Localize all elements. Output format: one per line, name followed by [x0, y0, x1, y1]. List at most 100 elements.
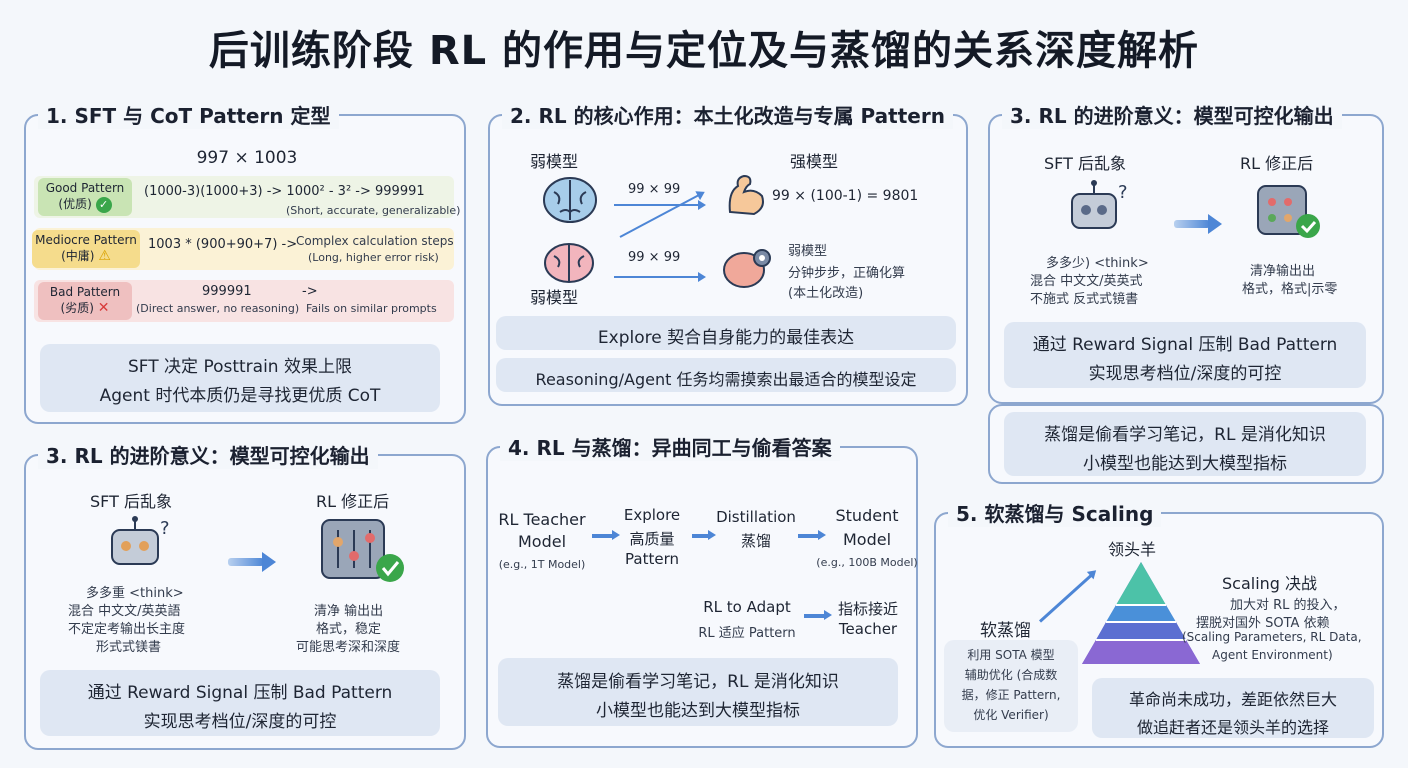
control-panel-icon [318, 514, 410, 590]
reward-line-2: 实现思考档位/深度的可控 [143, 712, 337, 732]
brain-gear-icon [720, 244, 774, 296]
compare-line-1: 蒸馏是偷看学习笔记，RL 是消化知识 [557, 672, 839, 692]
scaling-line-2: 摆脱对国外 SOTA 依赖 [1196, 616, 1330, 631]
teacher-line-3: (e.g., 1T Model) [498, 558, 586, 571]
question-1: 99 × 99 [628, 182, 681, 197]
chaos-desc-2: 混合 中文文/英英式 [1030, 274, 1143, 289]
panel-rl-advanced-bottom: 3. RL 的进阶意义：模型可控化输出 SFT 后乱象 RL 修正后 ? 多多重… [24, 440, 466, 750]
reasoning-box: Reasoning/Agent 任务均需摸索出最适合的模型设定 [496, 358, 956, 392]
distill-note-2: 小模型也能达到大模型指标 [1083, 454, 1287, 474]
adapted-line-3: (本土化改造) [788, 286, 864, 301]
rl-fixed-label: RL 修正后 [1240, 154, 1314, 173]
chaos-desc-4: 形式式镁書 [96, 640, 162, 655]
scaling-line-1: 加大对 RL 的投入， [1230, 598, 1346, 613]
panel-sft-cot: 1. SFT 与 CoT Pattern 定型 997 × 1003 Good … [24, 100, 466, 424]
explore-line-2: 高质量 [629, 530, 675, 548]
explore-line-1: Explore [623, 506, 681, 524]
svg-text:?: ? [1118, 182, 1128, 203]
arrow-to-strong [614, 200, 706, 210]
panel-title: 4. RL 与蒸馏：异曲同工与偷看答案 [500, 432, 840, 461]
near-line-1: 指标接近 [837, 600, 898, 618]
pyramid-icon [1076, 558, 1206, 672]
explore-box: Explore 契合自身能力的最佳表达 [496, 316, 956, 350]
panel-title: 2. RL 的核心作用：本土化改造与专属 Pattern [502, 100, 953, 129]
adapted-line-1: 弱模型 [788, 244, 828, 259]
fixed-desc-2: 格式，格式|示零 [1242, 282, 1338, 297]
expression: 997 × 1003 [196, 148, 298, 168]
sft-summary-box: SFT 决定 Posttrain 效果上限 Agent 时代本质仍是寻找更优质 … [40, 344, 440, 412]
revolution-line-2: 做追赶者还是领头羊的选择 [1136, 718, 1329, 737]
soft-line-2: 辅助优化 (合成数 [964, 668, 1058, 682]
bad-pattern-tag: Bad Pattern (劣质) ✕ [38, 282, 132, 320]
adapt-line-2: RL 适应 Pattern [698, 626, 796, 641]
bad-pattern-sub: (劣质) [60, 301, 94, 315]
distill-line-2: 蒸馏 [740, 532, 771, 550]
reward-line-2: 实现思考档位/深度的可控 [1088, 364, 1282, 384]
fix-arrow [1174, 214, 1222, 234]
panel-rl-distillation: 4. RL 与蒸馏：异曲同工与偷看答案 RL Teacher Model (e.… [486, 432, 918, 748]
bad-arrow: -> [302, 284, 318, 299]
arrow-adapt-near [804, 610, 832, 620]
rl-fixed-label: RL 修正后 [316, 492, 390, 511]
brain-icon-pink [542, 240, 596, 290]
reward-signal-box: 通过 Reward Signal 压制 Bad Pattern 实现思考档位/深… [40, 670, 440, 736]
mediocre-calc: 1003 * (900+90+7) -> [148, 237, 298, 252]
brain-icon-blue [540, 174, 600, 230]
good-calc: (1000-3)(1000+3) -> 1000² - 3² -> 999991 [144, 184, 425, 199]
chaos-desc-2: 混合 中文文/英英語 [68, 604, 181, 619]
soft-line-1: 利用 SOTA 模型 [967, 648, 1055, 662]
page-title: 后训练阶段 RL 的作用与定位及与蒸馏的关系深度解析 [208, 28, 1200, 74]
distill-line-1: Distillation [716, 508, 796, 526]
bad-calc-note: (Direct answer, no reasoning) [136, 302, 300, 315]
mediocre-pattern-sub: (中庸) [61, 249, 95, 263]
leader-label: 领头羊 [1108, 540, 1157, 559]
cross-icon: ✕ [97, 300, 110, 316]
chaos-desc-1: 多多少) <think> [1046, 256, 1149, 271]
panel-soft-distill-scaling: 5. 软蒸馏与 Scaling 领头羊 软蒸馏 利用 SOTA 模型 辅助优化 … [934, 498, 1384, 748]
weak-model-label-bottom: 弱模型 [530, 288, 579, 307]
distill-note-box: 蒸馏是偷看学习笔记，RL 是消化知识 小模型也能达到大模型指标 [1004, 412, 1366, 476]
good-note: (Short, accurate, generalizable) [286, 204, 461, 217]
check-icon: ✓ [95, 197, 112, 213]
weak-model-label-top: 弱模型 [530, 152, 579, 171]
panel-title: 5. 软蒸馏与 Scaling [948, 498, 1162, 527]
soft-distill-label: 软蒸馏 [980, 621, 1031, 641]
fixed-desc-3: 可能思考深和深度 [296, 640, 401, 655]
revolution-box: 革命尚未成功，差距依然巨大 做追赶者还是领头羊的选择 [1092, 678, 1374, 738]
good-pattern-label: Good Pattern [45, 181, 125, 195]
near-line-2: Teacher [838, 620, 898, 638]
student-line-3: (e.g., 100B Model) [816, 556, 918, 569]
scaling-line-4: Agent Environment) [1212, 648, 1333, 662]
student-line-2: Model [842, 530, 892, 549]
good-pattern-tag: Good Pattern (优质) ✓ [38, 178, 132, 216]
confused-robot-icon: ? [104, 512, 176, 580]
revolution-line-1: 革命尚未成功，差距依然巨大 [1128, 690, 1337, 709]
arrow-distill-student [798, 530, 826, 540]
distill-compare-box: 蒸馏是偷看学习笔记，RL 是消化知识 小模型也能达到大模型指标 [498, 658, 898, 726]
control-panel-icon [1252, 178, 1324, 246]
reward-line-1: 通过 Reward Signal 压制 Bad Pattern [1032, 335, 1338, 355]
scaling-line-3: (Scaling Parameters, RL Data, [1182, 630, 1362, 644]
soft-distill-box: 利用 SOTA 模型 辅助优化 (合成数 据，修正 Pattern, 优化 Ve… [944, 640, 1078, 732]
svg-text:?: ? [160, 518, 170, 539]
summary-line-1: SFT 决定 Posttrain 效果上限 [127, 357, 352, 377]
arrow-cross [619, 193, 700, 238]
sft-chaos-label: SFT 后乱象 [90, 492, 172, 511]
mediocre-pattern-label: Mediocre Pattern [35, 233, 137, 247]
chaos-desc-3: 不定定考输出长主度 [68, 622, 186, 637]
distill-note-1: 蒸馏是偷看学习笔记，RL 是消化知识 [1044, 425, 1326, 445]
mediocre-note-1: Complex calculation steps [296, 234, 454, 248]
teacher-line-2: Model [517, 532, 567, 551]
scaling-label: Scaling 决战 [1222, 574, 1318, 593]
student-line-1: Student [835, 506, 899, 525]
explore-text: Explore 契合自身能力的最佳表达 [597, 328, 855, 348]
panel-rl-core: 2. RL 的核心作用：本土化改造与专属 Pattern 弱模型 强模型 99 … [488, 100, 968, 406]
muscle-arm-icon [724, 172, 768, 222]
soft-line-3: 据，修正 Pattern, [961, 688, 1061, 702]
fix-arrow [228, 552, 276, 572]
explore-line-3: Pattern [625, 550, 679, 568]
confused-robot-icon: ? [1062, 178, 1134, 246]
chaos-desc-1: 多多重 <think> [86, 586, 184, 601]
soft-line-4: 优化 Verifier) [973, 708, 1049, 722]
reward-line-1: 通过 Reward Signal 压制 Bad Pattern [87, 683, 393, 703]
